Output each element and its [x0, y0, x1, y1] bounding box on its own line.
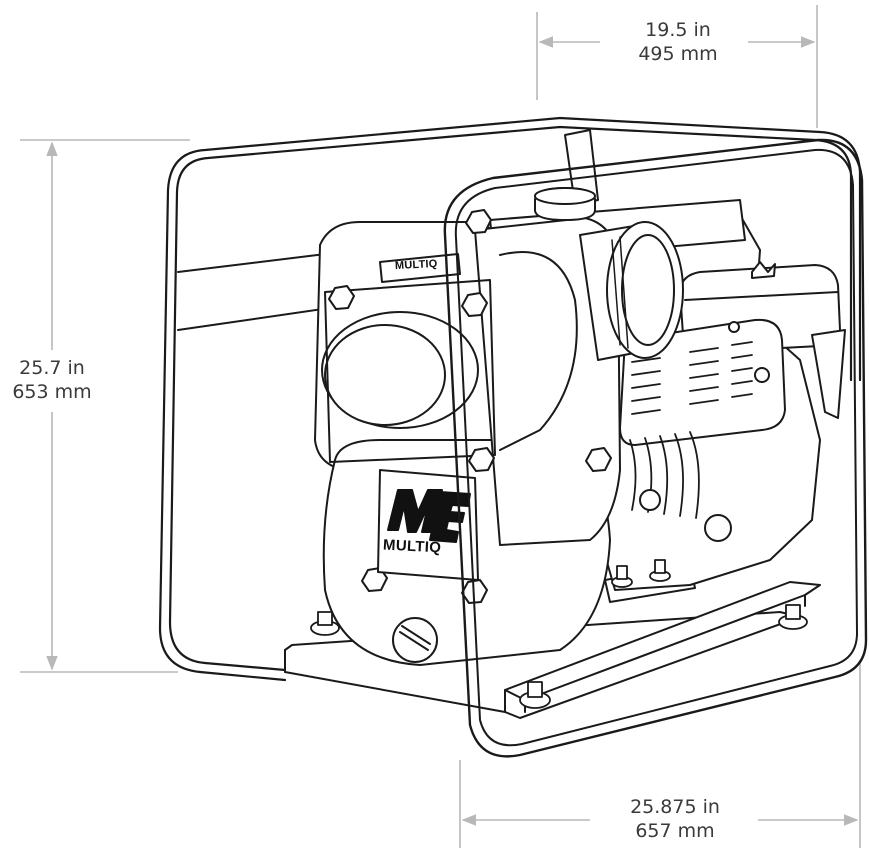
base-skid-edge — [284, 649, 506, 713]
height-dimension — [20, 139, 190, 673]
bolt — [468, 447, 495, 472]
bolt — [585, 447, 612, 472]
pump-illustration — [158, 116, 868, 758]
pump-housing — [474, 217, 621, 546]
drain-plug-small — [639, 489, 661, 511]
front-frame — [443, 138, 868, 758]
drain-plug-slot — [399, 625, 431, 651]
foot-mounts — [310, 559, 808, 709]
foot-stud — [654, 559, 666, 574]
volute-curve — [499, 251, 578, 451]
discharge-port-inner — [621, 234, 675, 346]
rear-frame — [158, 116, 862, 682]
height-imperial: 25.7 in — [19, 357, 85, 379]
front-frame-inner — [454, 148, 858, 747]
length-metric: 657 mm — [635, 820, 715, 842]
suction-port-inner — [324, 324, 446, 426]
width-imperial: 19.5 in — [645, 19, 711, 41]
width-dimension-label: 19.5 in 495 mm — [608, 18, 748, 66]
brand-plate — [379, 253, 461, 283]
bolt — [465, 209, 492, 234]
brand-plate-label: MULTIQ — [394, 257, 438, 273]
foot-stud — [785, 604, 801, 620]
me-logo — [387, 489, 471, 543]
muffler-bolt — [754, 367, 770, 383]
length-dimension — [459, 660, 861, 848]
bolt — [461, 292, 488, 317]
choke-lever — [811, 329, 846, 419]
foot-stud — [616, 565, 628, 580]
muffler-nut — [728, 321, 740, 333]
length-dimension-label: 25.875 in 657 mm — [595, 795, 755, 843]
drain-plug — [392, 617, 438, 663]
muffler-vents — [631, 341, 753, 415]
wing-nut — [751, 261, 776, 279]
length-imperial: 25.875 in — [630, 796, 720, 818]
width-metric: 495 mm — [638, 43, 718, 65]
fill-cap-top — [534, 187, 596, 205]
height-dimension-label: 25.7 in 653 mm — [0, 356, 104, 404]
brand-logo-label: MULTIQ — [382, 536, 442, 557]
width-dimension — [536, 5, 818, 128]
cooling-fins — [629, 431, 700, 519]
engine-boss — [704, 514, 732, 542]
foot-stud — [527, 681, 543, 698]
foot-stud — [317, 611, 333, 626]
suction-flange — [324, 279, 496, 463]
bolt — [328, 285, 355, 310]
height-metric: 653 mm — [12, 381, 92, 403]
air-filter-lid — [684, 291, 839, 301]
discharge-threads — [611, 236, 629, 349]
